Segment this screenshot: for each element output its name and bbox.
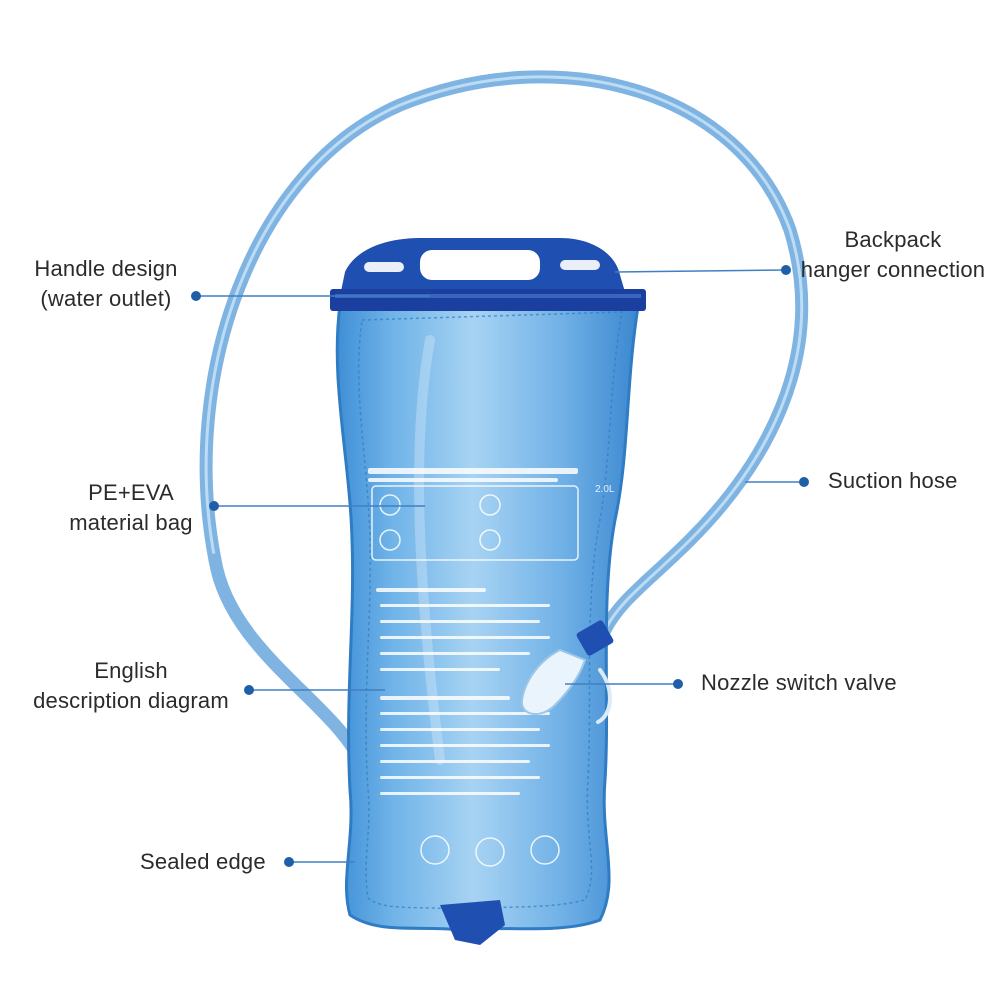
suction-hose-text: Suction hose <box>828 468 958 493</box>
backpack-hanger-label: Backpack hanger connection <box>790 225 996 285</box>
english-description-label: English description diagram <box>20 656 242 716</box>
material-bag-line1: PE+EVA <box>88 480 174 505</box>
backpack-hanger-line2: hanger connection <box>800 257 986 282</box>
material-bag-label: PE+EVA material bag <box>56 478 206 538</box>
handle-bar <box>330 238 646 311</box>
english-description-line2: description diagram <box>33 688 229 713</box>
material-bag-line2: material bag <box>69 510 193 535</box>
sealed-edge-label: Sealed edge <box>140 847 280 877</box>
handle-design-line2: (water outlet) <box>40 286 172 311</box>
nozzle-valve <box>520 620 614 724</box>
callout-dots <box>191 265 809 867</box>
svg-text:2.0L: 2.0L <box>595 484 615 495</box>
english-description-line1: English <box>94 658 168 683</box>
handle-design-label: Handle design (water outlet) <box>22 254 190 314</box>
water-bag <box>335 293 642 945</box>
nozzle-switch-label: Nozzle switch valve <box>701 668 921 698</box>
suction-hose-label: Suction hose <box>828 466 988 496</box>
bag-print: 2.0L <box>368 468 615 867</box>
backpack-hanger-line1: Backpack <box>844 227 942 252</box>
callout-lines <box>196 269 804 863</box>
sealed-edge-text: Sealed edge <box>140 849 266 874</box>
nozzle-switch-text: Nozzle switch valve <box>701 670 897 695</box>
handle-design-line1: Handle design <box>34 256 178 281</box>
